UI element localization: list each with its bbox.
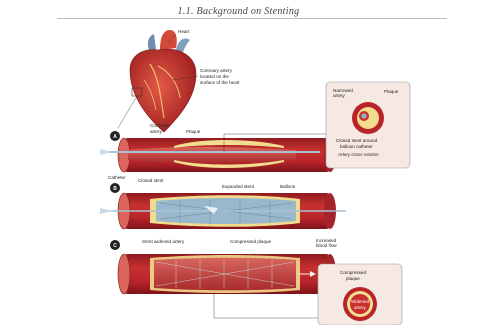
coronary-location-label-2: located on the [200, 74, 229, 79]
catheter-label: Catheter [108, 175, 126, 180]
balloon-label: Balloon [280, 184, 296, 189]
plaque-label: Plaque [186, 129, 201, 134]
plaque-inset-label: Plaque [384, 89, 399, 94]
artery-cross-section-label: Artery cross-section [337, 152, 379, 157]
coronary-location-label-3: surface of the heart [200, 80, 240, 85]
heart-illustration [130, 30, 196, 132]
closed-stent-around-label-2: balloon catheter [340, 144, 373, 149]
coronary-location-label-1: Coronary artery [200, 68, 233, 73]
heart-label: Heart [178, 29, 190, 34]
step-b-letter: B [113, 186, 117, 192]
closed-stent-label: Closed stent [138, 178, 164, 183]
compressed-plaque-label: Compressed plaque [230, 239, 272, 244]
step-a-letter: A [113, 134, 117, 140]
narrowed-artery-label-2: artery [333, 93, 345, 98]
coronary-artery-label-a: Coronary [150, 123, 170, 128]
compressed-plaque-inset-label-1: Compressed [340, 270, 366, 275]
widened-artery-label-1: Widened [351, 299, 370, 304]
coronary-artery-label-b: artery [150, 129, 162, 134]
artery-b [100, 193, 346, 229]
compressed-plaque-inset-label-2: plaque [346, 276, 360, 281]
increased-flow-label-2: blood flow [316, 243, 337, 248]
step-c-letter: C [113, 243, 117, 249]
closed-stent-around-label-1: Closed stent around [336, 138, 378, 143]
artery-c [118, 254, 336, 294]
artery-a [100, 138, 336, 172]
expanded-stent-label: Expanded stent [222, 184, 255, 189]
stent-widened-label: Stent widened artery [142, 239, 185, 244]
widened-artery-label-2: artery [354, 305, 366, 310]
